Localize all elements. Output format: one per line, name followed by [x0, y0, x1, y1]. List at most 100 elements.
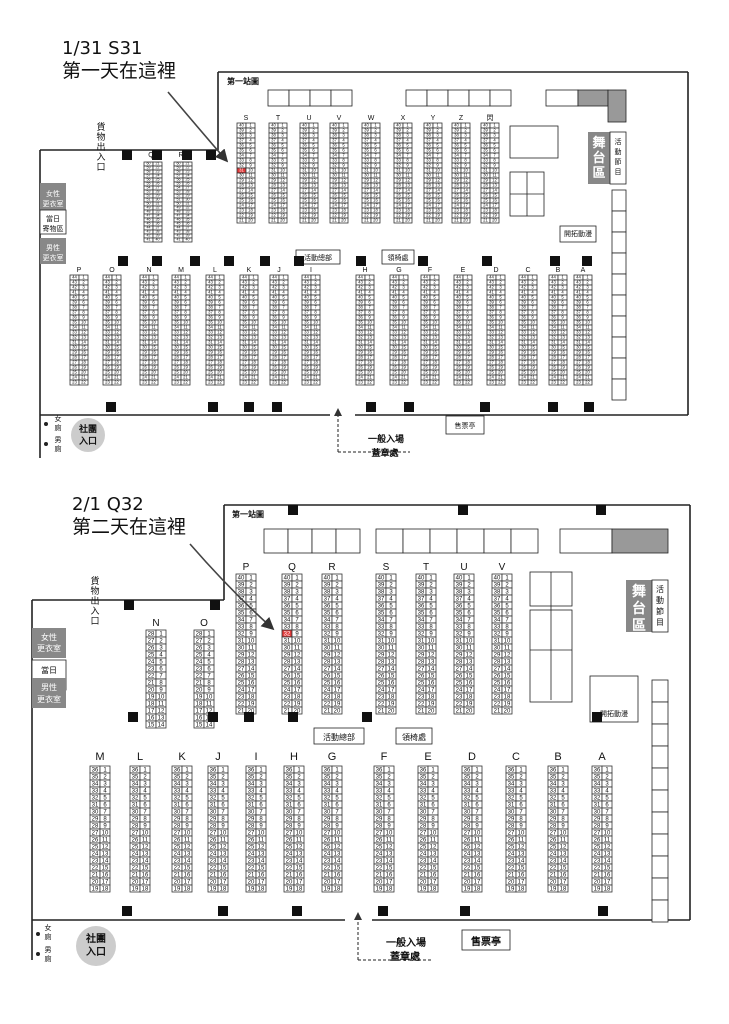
- booth-number: 13: [373, 183, 378, 188]
- column-letter: N: [152, 618, 159, 629]
- cargo-gate-label: 貨: [96, 121, 105, 132]
- booth-number: 25: [239, 198, 244, 203]
- booth-number: 26: [271, 193, 276, 198]
- booth-number: 24: [396, 203, 401, 208]
- booth-number: 6: [406, 148, 409, 153]
- booth-number: 9: [374, 163, 377, 168]
- toilet-icon: [44, 422, 48, 426]
- booth-number: 15: [196, 723, 203, 729]
- booth-number: 22: [396, 213, 401, 218]
- booth-number: 11: [311, 173, 316, 178]
- booth-number: 23: [358, 380, 363, 385]
- stage-label: 台: [632, 600, 646, 616]
- stage-box: [483, 528, 512, 554]
- expansion-label: 開拓動漫: [600, 709, 628, 718]
- booth-number: 18: [258, 887, 265, 893]
- booth-number: 29: [364, 178, 369, 183]
- booth-number: 14: [248, 188, 253, 193]
- booth-number: 1: [249, 123, 252, 128]
- booth-number: 15: [341, 193, 346, 198]
- column-letter: Z: [459, 115, 464, 122]
- stage-label: 台: [592, 150, 605, 165]
- booth-number: 27: [332, 188, 337, 193]
- booth-number: 28: [332, 183, 337, 188]
- booth-number: 21: [494, 709, 501, 715]
- booth-number: 4: [249, 138, 252, 143]
- booth-number: 26: [332, 193, 337, 198]
- booth-number: 21: [302, 218, 307, 223]
- male-dressing-label: 男性: [46, 243, 60, 252]
- booth-number: 27: [396, 188, 401, 193]
- booth-number: 23: [396, 208, 401, 213]
- booth-number: 33: [332, 158, 337, 163]
- booth-number: 20: [504, 709, 511, 715]
- booth-number: 21: [456, 709, 463, 715]
- club-entrance-label: 社團: [85, 932, 106, 945]
- column-letter: C: [525, 267, 530, 274]
- booth-number: 40: [186, 238, 190, 242]
- booth-number: 36: [426, 143, 431, 148]
- booth-number: 6: [374, 148, 377, 153]
- booth-number: 39: [364, 128, 369, 133]
- side-box: [509, 125, 559, 159]
- booth-number: 19: [341, 213, 346, 218]
- pillar: [288, 712, 298, 722]
- booth-number: 38: [364, 133, 369, 138]
- booth-number: 37: [332, 138, 337, 143]
- activity-hq-label: 活動總部: [323, 732, 355, 742]
- booth-number: 17: [405, 203, 410, 208]
- booth-number: 19: [324, 887, 331, 893]
- cargo-gate-label: 出: [90, 595, 99, 606]
- booth-number: 39: [271, 128, 276, 133]
- club-entrance-label: 入口: [78, 436, 97, 446]
- booth-number: 19: [420, 887, 427, 893]
- booth-number: 14: [311, 188, 316, 193]
- booth-number: 21: [483, 218, 488, 223]
- booth-number: 38: [426, 133, 431, 138]
- booth-number: 12: [373, 178, 378, 183]
- booth-number: 34: [396, 153, 401, 158]
- pillar: [190, 256, 200, 266]
- booth-cell: [338, 217, 349, 224]
- booth-number: 15: [435, 193, 440, 198]
- booth-number: 16: [341, 198, 346, 203]
- booth-number: 19: [280, 213, 285, 218]
- toilet-icon: [36, 932, 40, 936]
- pillar: [596, 505, 606, 515]
- ticket-booth-label: 售票亭: [471, 935, 501, 948]
- female-toilet-label: 廁: [55, 423, 62, 432]
- booth-number: 23: [302, 208, 307, 213]
- activity-program-label: 動: [656, 596, 664, 605]
- pillar: [152, 150, 162, 160]
- booth-number: 28: [239, 183, 244, 188]
- booth-number: 31: [396, 168, 401, 173]
- club-entrance-label: 入口: [86, 946, 106, 958]
- booth-number: 18: [373, 208, 378, 213]
- booth-number: 22: [332, 213, 337, 218]
- day2-annotation: 2/1 Q32 第二天在這裡: [72, 494, 186, 539]
- booth-number: 23: [423, 380, 428, 385]
- female-dressing-label: 女性: [46, 189, 60, 198]
- wall-locker: [611, 378, 627, 401]
- stage-box: [402, 528, 431, 554]
- stage-box: [426, 89, 449, 107]
- wall-locker: [651, 723, 669, 747]
- booth-number: 29: [426, 178, 431, 183]
- booth-number: 2: [281, 128, 284, 133]
- booth-number: 34: [302, 153, 307, 158]
- booth-number: 19: [174, 887, 181, 893]
- booth-number: 12: [435, 178, 440, 183]
- column-letter: N: [146, 267, 151, 274]
- column-letter: K: [247, 267, 252, 274]
- booth-number: 11: [280, 173, 285, 178]
- booth-number: 12: [405, 178, 410, 183]
